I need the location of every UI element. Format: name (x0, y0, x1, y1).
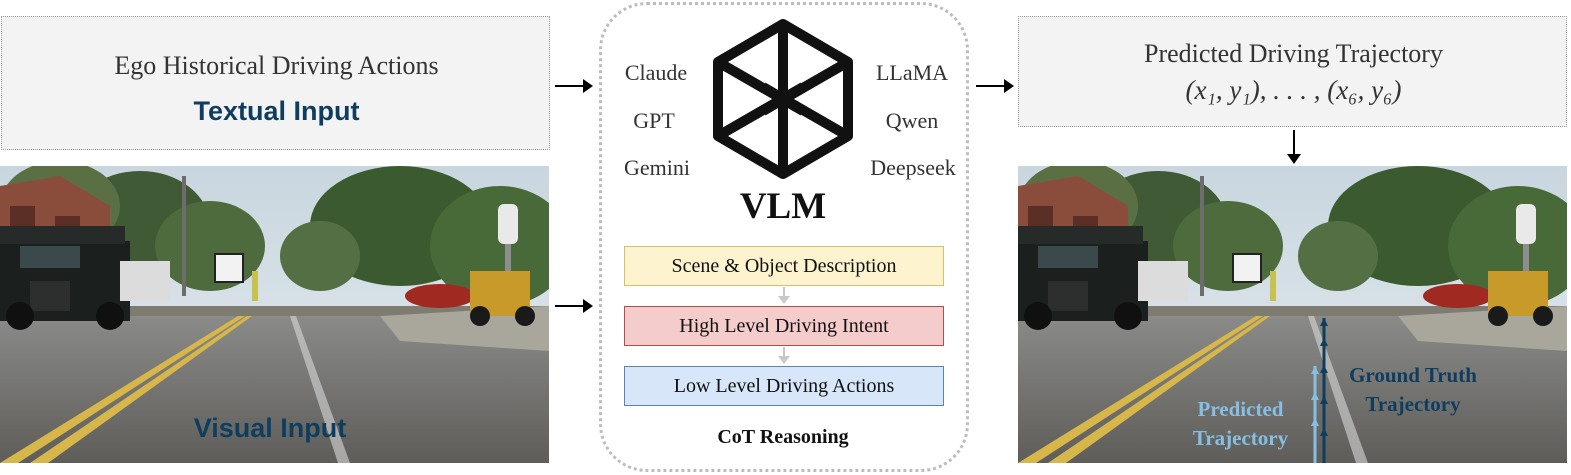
vlm-container (599, 2, 969, 472)
textual-input-label: Textual Input (193, 96, 360, 126)
openai-logo-icon (713, 19, 853, 179)
predicted-arrowhead (1311, 366, 1319, 374)
predicted-trajectory-title: Predicted Driving Trajectory (1144, 39, 1443, 68)
down-arrow-icon (1287, 130, 1301, 164)
right-arrow-icon (555, 79, 593, 93)
predicted-trajectory-box: Predicted Driving Trajectory (x₁, y₁), .… (1018, 16, 1567, 127)
right-arrow-icon (555, 299, 593, 313)
output-image: Ground Truth Trajectory Predicted Trajec… (1018, 166, 1567, 463)
gt-arrowhead (1320, 396, 1328, 404)
textual-input-title: Ego Historical Driving Actions (114, 51, 439, 80)
down-arrow-icon (778, 287, 790, 304)
model-gpt: GPT (633, 108, 675, 133)
vlm-title: VLM (739, 186, 827, 227)
step-driving-actions: Low Level Driving Actions (624, 366, 944, 406)
down-arrow-icon (778, 347, 790, 364)
predicted-label-line1: Predicted (1197, 397, 1284, 421)
gt-arrowhead (1320, 338, 1328, 346)
model-claude: Claude (624, 60, 688, 85)
predicted-arrowhead (1311, 418, 1319, 426)
trajectory-formula: (x₁, y₁), . . . , (x₆, y₆) (1185, 75, 1402, 105)
gt-arrowhead (1320, 428, 1328, 436)
gt-arrowhead (1320, 365, 1328, 373)
step-driving-intent: High Level Driving Intent (624, 306, 944, 346)
ground-truth-label-line2: Trajectory (1365, 392, 1461, 416)
model-deepseek: Deepseek (870, 155, 956, 180)
model-llama: LLaMA (875, 60, 949, 85)
predicted-label: Predicted Trajectory (1168, 395, 1313, 453)
predicted-arrowhead (1311, 392, 1319, 400)
visual-input-label: Visual Input (193, 413, 347, 443)
model-gemini: Gemini (624, 155, 690, 180)
model-qwen: Qwen (885, 108, 939, 133)
ground-truth-label-line1: Ground Truth (1349, 363, 1477, 387)
ground-truth-label: Ground Truth Trajectory (1318, 361, 1508, 419)
right-arrow-icon (976, 79, 1014, 93)
predicted-label-line2: Trajectory (1192, 426, 1289, 450)
gt-arrowhead (1320, 318, 1328, 326)
step-scene-description: Scene & Object Description (624, 246, 944, 286)
trajectory-lines (1311, 318, 1328, 463)
cot-caption: CoT Reasoning (717, 426, 849, 448)
visual-input-image: Visual Input (0, 166, 549, 463)
textual-input-box: Ego Historical Driving Actions Textual I… (1, 16, 550, 150)
